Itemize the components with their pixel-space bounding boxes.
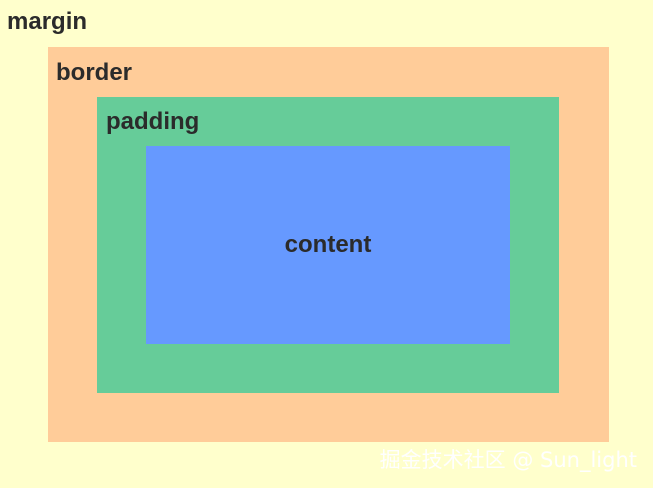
padding-area: padding content [97,97,559,393]
content-label: content [284,231,372,258]
padding-label: padding [106,108,200,135]
border-label: border [56,59,133,86]
border-area: border padding content [48,47,609,442]
content-area: content [146,146,510,344]
watermark-text: 掘金技术社区 @ Sun_light [379,448,637,472]
margin-label: margin [7,8,88,35]
